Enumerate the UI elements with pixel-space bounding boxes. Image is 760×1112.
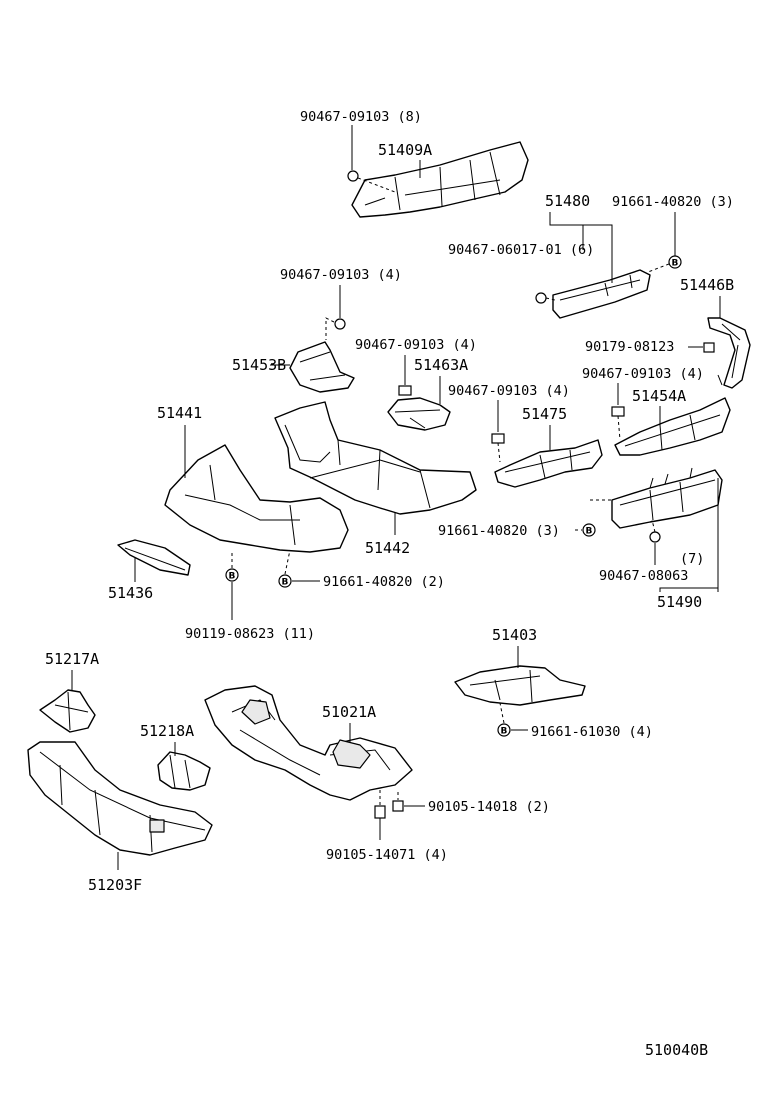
part-51463a-shape: [387, 397, 451, 431]
label-90179-08123: 90179-08123: [585, 339, 674, 355]
clip-b-icon: B: [582, 523, 596, 537]
label-90105-14018-2: 90105-14018 (2): [428, 799, 550, 815]
svg-text:B: B: [229, 572, 236, 582]
part-51021a-shape: [204, 685, 413, 801]
label-90467-09103-4-d: 90467-09103 (4): [582, 366, 704, 382]
label-51442: 51442: [365, 539, 410, 557]
label-51203f: 51203F: [88, 876, 142, 894]
part-51446b-shape: [707, 317, 751, 389]
label-91661-61030-4: 91661-61030 (4): [531, 724, 653, 740]
part-51480-shape: [552, 269, 651, 319]
part-51441-shape: [164, 444, 349, 553]
label-91661-40820-3-top: 91661-40820 (3): [612, 194, 734, 210]
part-51453b-shape: [289, 341, 355, 393]
label-51409a: 51409A: [378, 141, 432, 159]
svg-text:B: B: [586, 527, 593, 537]
label-91661-40820-2: 91661-40820 (2): [323, 574, 445, 590]
label-51218a: 51218A: [140, 722, 194, 740]
bolt-90105-14018: [392, 792, 425, 812]
label-51454a: 51454A: [632, 387, 686, 405]
bolt-90105-14071: [374, 790, 386, 840]
label-90105-14071-4: 90105-14071 (4): [326, 847, 448, 863]
label-90467-09103-4-c: 90467-09103 (4): [448, 383, 570, 399]
label-51453b: 51453B: [232, 356, 286, 374]
bolt-90467-09103-8: [347, 125, 396, 193]
part-51218a-shape: [157, 751, 211, 791]
part-51217a-shape: [39, 689, 96, 733]
label-51446b: 51446B: [680, 276, 734, 294]
label-51403: 51403: [492, 626, 537, 644]
label-51475: 51475: [522, 405, 567, 423]
part-51490-shape: [611, 467, 723, 529]
part-51203f-shape: [27, 741, 213, 856]
part-51403-shape: [454, 665, 586, 706]
label-90467-06017-01-6: 90467-06017-01 (6): [448, 242, 594, 258]
clip-b-icon: B: [225, 568, 239, 582]
svg-text:B: B: [282, 578, 289, 588]
part-51409a-shape: [351, 141, 529, 218]
part-51454a-shape: [614, 397, 731, 456]
label-90467-09103-8: 90467-09103 (8): [300, 109, 422, 125]
label-51463a: 51463A: [414, 356, 468, 374]
svg-text:B: B: [672, 259, 679, 269]
label-91661-40820-3-mid: 91661-40820 (3): [438, 523, 560, 539]
clip-b-icon: B: [497, 723, 511, 737]
label-51441: 51441: [157, 404, 202, 422]
label-90467-09103-4-b: 90467-09103 (4): [355, 337, 477, 353]
clip-b-icon: B: [668, 255, 682, 269]
label-qty-7: (7): [680, 551, 704, 567]
svg-text:B: B: [501, 727, 508, 737]
label-90119-08623-11: 90119-08623 (11): [185, 626, 315, 642]
label-51480: 51480: [545, 192, 590, 210]
part-51442-shape: [274, 401, 477, 515]
label-51217a: 51217A: [45, 650, 99, 668]
label-90467-08063: 90467-08063: [599, 568, 688, 584]
part-51436-shape: [117, 539, 191, 576]
label-51490: 51490: [657, 593, 702, 611]
label-51436: 51436: [108, 584, 153, 602]
label-51021a: 51021A: [322, 703, 376, 721]
diagram-code: 510040B: [645, 1041, 708, 1059]
clip-b-icon: B: [278, 574, 292, 588]
label-90467-09103-4-a: 90467-09103 (4): [280, 267, 402, 283]
part-51475-shape: [494, 439, 603, 488]
